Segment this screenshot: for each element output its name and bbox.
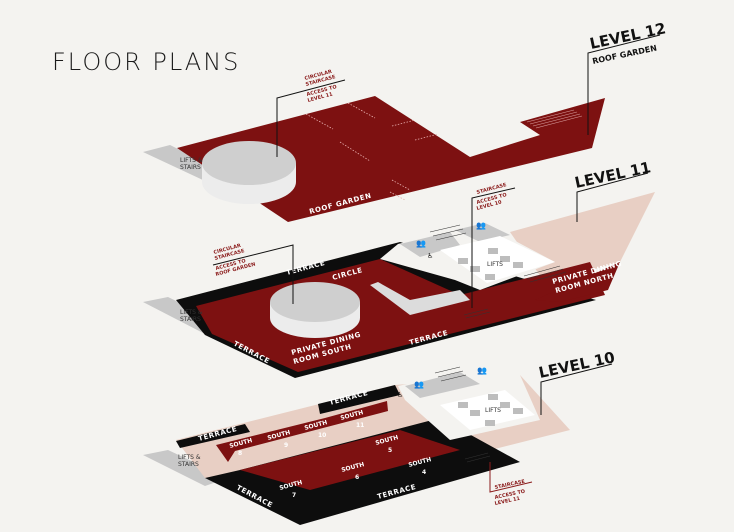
lifts-stairs-label: LIFTS &: [180, 309, 203, 316]
level-10-south-suites: [240, 430, 460, 490]
lifts-label: LIFTS: [485, 407, 501, 414]
level-11-lifts-area: [440, 236, 555, 283]
level-10-terrace: [318, 385, 400, 414]
level-12-dividers: [305, 102, 439, 201]
suite-number: 10: [318, 432, 326, 439]
restroom-icon: 👥: [476, 221, 486, 230]
level-12-stairs-icon: [526, 109, 583, 129]
stairs-icon: [434, 366, 491, 463]
suite-number: 9: [284, 442, 288, 449]
level-10-lifts-area: [440, 390, 535, 430]
suite-number: 8: [238, 450, 242, 457]
suite-number: 6: [355, 474, 359, 481]
level-11-title: LEVEL 11: [573, 158, 652, 192]
level-12-stairs-label: STAIRS: [180, 164, 201, 171]
level-11-wc-area: [400, 232, 460, 257]
lifts-stairs-label: STAIRS: [180, 316, 201, 323]
suite-number: 11: [356, 422, 364, 429]
level-11-plan: 👥 👥 ♿ LIFTS LIFTS & STAIRS TERRACE TERRA…: [143, 158, 655, 378]
accessible-icon: ♿: [427, 252, 433, 260]
level-12-lifts-label: LIFTS &: [180, 157, 203, 164]
lifts-label: LIFTS: [487, 261, 503, 268]
callout-label: LEVEL 11: [494, 496, 521, 507]
suite-number: 7: [292, 492, 296, 499]
lifts-stairs-label: LIFTS &: [178, 454, 201, 461]
level-10-plan: 👥 👥 ♿ LIFTS LIFTS & STAIRS TERRACE TERRA…: [143, 348, 616, 525]
level-10-title: LEVEL 10: [537, 348, 616, 382]
suite-number: 4: [422, 469, 426, 476]
lift-icons: [458, 394, 523, 426]
level-11-bar-counter: [370, 282, 470, 315]
private-dining-room-north: [535, 262, 620, 302]
level-11-circular-staircase: [270, 282, 360, 322]
level-12-plan: LIFTS & STAIRS ROOF GARDEN CIRCULAR STAI…: [143, 19, 667, 222]
accessible-icon: ♿: [397, 391, 403, 399]
restroom-icon: 👥: [477, 366, 487, 375]
page-title: FLOOR PLANS: [52, 48, 241, 76]
level-10-wc-area: [405, 372, 480, 398]
restroom-icon: 👥: [416, 239, 426, 248]
lifts-stairs-label: STAIRS: [178, 461, 199, 468]
lift-icons: [458, 248, 523, 280]
stairs-icon: [429, 224, 567, 319]
suite-number: 5: [388, 447, 392, 454]
level-10-north-suites: [216, 401, 388, 462]
level-12-circular-staircase: [202, 141, 296, 185]
level-10-terrace: [176, 424, 250, 448]
restroom-icon: 👥: [414, 380, 424, 389]
